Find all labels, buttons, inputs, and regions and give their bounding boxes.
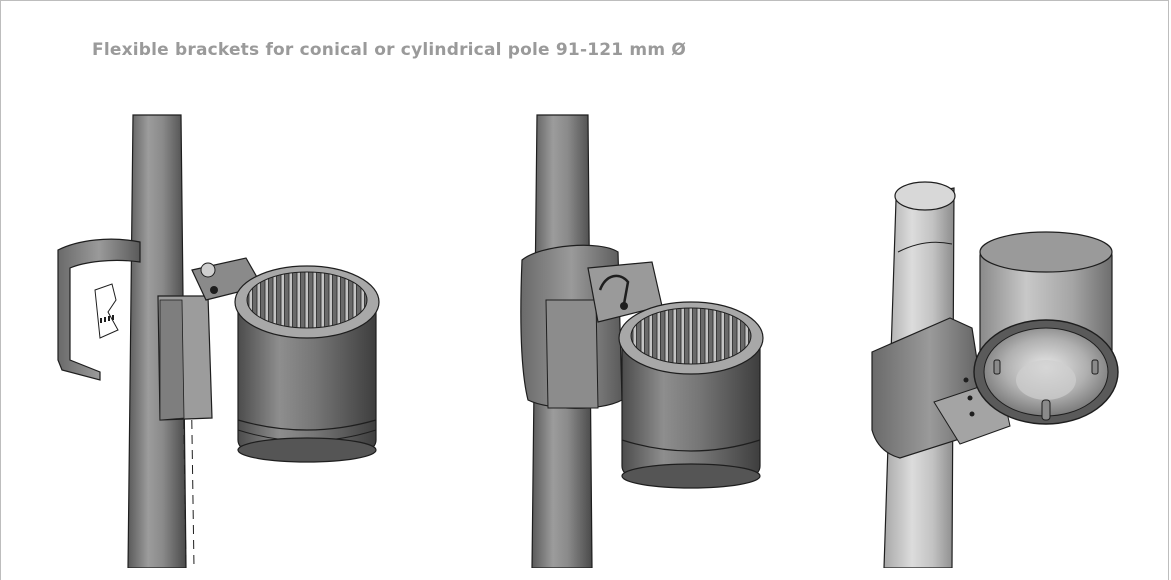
exploded-bracket-luminaire-icon <box>57 114 380 568</box>
page-title: Flexible brackets for conical or cylindr… <box>92 40 687 60</box>
mounted-bracket-luminaire-bottom-view-icon <box>871 181 1119 568</box>
illustrations-canvas <box>57 114 1119 568</box>
mounted-bracket-luminaire-top-view-icon <box>520 114 764 568</box>
